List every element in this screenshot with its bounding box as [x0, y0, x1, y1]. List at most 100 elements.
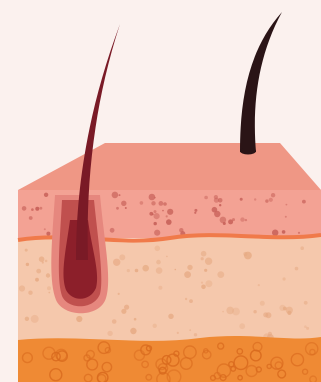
epidermis-speck	[154, 230, 160, 236]
epidermis-speck	[245, 219, 247, 221]
dermis-speck	[189, 329, 191, 331]
epidermis-speck	[35, 207, 39, 211]
dermis-speck	[113, 259, 120, 266]
dermis-speck	[127, 269, 130, 272]
epidermis-speck	[44, 193, 48, 197]
dermis-speck	[36, 269, 41, 274]
dermis-speck	[304, 325, 307, 328]
dermis-speck	[166, 256, 168, 258]
dermis-speck	[232, 308, 240, 316]
epidermis-speck	[44, 228, 46, 230]
dermis-speck	[156, 260, 161, 265]
dermis-speck	[35, 278, 39, 282]
epidermis-speck	[31, 208, 34, 211]
dermis-speck	[175, 269, 177, 271]
hair-strand-on-surface	[240, 12, 282, 152]
dermis-speck	[118, 293, 120, 295]
dermis-speck	[217, 271, 224, 278]
dermis-speck	[194, 333, 197, 336]
epidermis-speck	[40, 207, 43, 210]
epidermis-speck	[110, 228, 115, 233]
epidermis-speck	[282, 230, 286, 234]
hair-root-opening	[240, 148, 256, 155]
epidermis-speck	[265, 199, 268, 202]
dermis-speck	[205, 258, 212, 265]
dermis-speck	[184, 271, 191, 278]
dermis-speck	[295, 267, 299, 271]
dermis-speck	[304, 301, 308, 305]
epidermis-speck	[194, 212, 196, 214]
epidermis-speck	[154, 222, 157, 225]
dermis-speck	[135, 269, 139, 273]
epidermis-speck	[154, 210, 157, 213]
epidermis-speck	[269, 198, 273, 202]
epidermis-speck	[159, 201, 164, 206]
epidermis-speck	[285, 216, 287, 218]
dermis-speck	[45, 260, 48, 263]
dermis-speck	[39, 256, 45, 262]
dermis-speck	[177, 332, 179, 334]
epidermis-speck	[194, 209, 197, 212]
epidermis-speck	[271, 193, 275, 197]
epidermis-speck	[46, 232, 50, 236]
dermis-speck	[168, 314, 173, 319]
epidermis-speck	[121, 201, 126, 206]
epidermis-speck	[151, 201, 155, 205]
dermis-speck	[244, 252, 252, 260]
epidermis-speck	[204, 196, 208, 200]
dermis-speck	[153, 324, 157, 328]
dermis-speck	[134, 318, 137, 321]
dermis-speck	[258, 284, 260, 286]
epidermis-speck	[240, 198, 243, 201]
epidermis-speck	[119, 194, 121, 196]
epidermis-speck	[163, 202, 167, 206]
epidermis-speck	[149, 194, 156, 201]
epidermis-speck	[112, 192, 119, 199]
dermis-speck	[26, 263, 29, 266]
dermis-speck	[142, 265, 149, 272]
epidermis-speck	[140, 201, 144, 205]
epidermis-speck	[149, 212, 153, 216]
dermis-speck	[156, 267, 163, 274]
dermis-speck	[189, 299, 193, 303]
subcutaneous-fat-layer	[18, 336, 321, 382]
dermis-speck	[287, 311, 291, 315]
dermis-speck	[239, 323, 245, 329]
epidermis-speck	[167, 209, 173, 215]
dermis-speck	[265, 312, 271, 318]
dermis-speck	[283, 277, 286, 280]
epidermis-speck	[286, 204, 288, 206]
epidermis-speck	[162, 210, 164, 212]
dermis-speck	[158, 286, 162, 290]
dermis-speck	[155, 246, 161, 252]
epidermis-speck	[212, 207, 218, 213]
epidermis-speck	[298, 232, 300, 234]
dermis-speck	[306, 327, 309, 330]
dermis-speck	[119, 254, 125, 260]
epidermis-speck	[220, 217, 227, 224]
epidermis-speck	[125, 207, 127, 209]
epidermis-speck	[154, 213, 160, 219]
epidermis-speck	[166, 215, 168, 217]
dermis-speck	[46, 273, 50, 277]
epidermis-speck	[214, 198, 219, 203]
dermis-speck	[201, 285, 206, 290]
dermis-speck	[28, 291, 32, 295]
dermis-speck	[107, 331, 112, 336]
dermis-speck	[76, 316, 82, 322]
dermis-speck	[48, 292, 50, 294]
epidermis-speck	[254, 198, 256, 200]
epidermis-speck	[166, 219, 172, 225]
dermis-speck	[222, 311, 224, 313]
dermis-speck	[201, 257, 204, 260]
dermis-speck	[185, 298, 187, 300]
epidermis-speck	[223, 222, 226, 225]
epidermis-speck	[272, 230, 278, 236]
dermis-speck	[124, 305, 129, 310]
dermis-speck	[187, 265, 192, 270]
dermis-speck	[204, 269, 207, 272]
dermis-speck	[201, 251, 207, 257]
dermis-speck	[279, 305, 285, 311]
dermis-speck	[130, 328, 136, 334]
